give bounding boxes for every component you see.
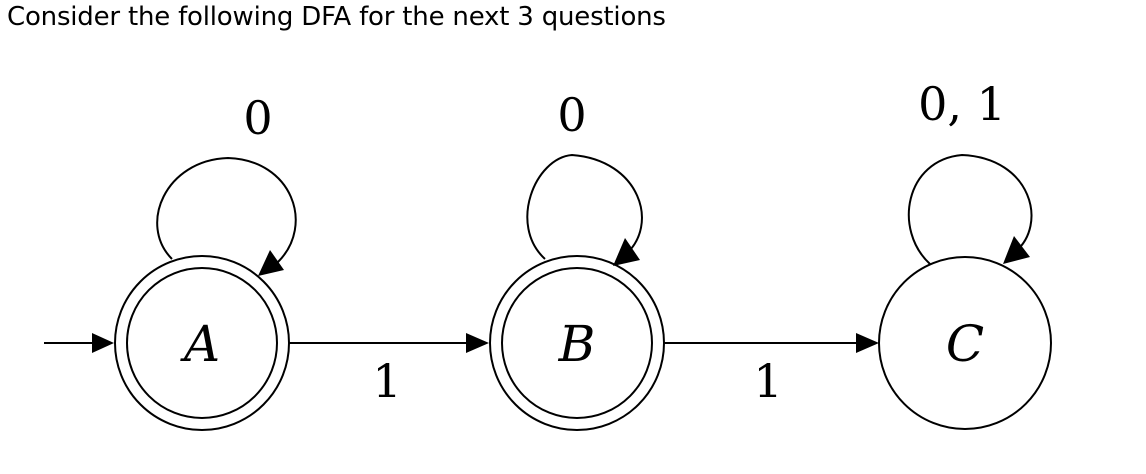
self-loop-b-label: 0 (557, 88, 586, 142)
state-a: A (114, 255, 290, 431)
self-loop-b: 0 (526, 88, 643, 266)
state-c-label: C (946, 315, 984, 373)
state-a-inner-circle (126, 267, 278, 419)
self-loop-a: 0 (156, 91, 297, 276)
transition-b-to-c: 1 (664, 333, 879, 408)
transition-b-to-c-label: 1 (753, 354, 782, 408)
self-loop-c: 0, 1 (907, 77, 1033, 265)
state-a-label: A (180, 315, 220, 373)
self-loop-c-label: 0, 1 (918, 77, 1006, 131)
state-b-inner-circle (501, 267, 653, 419)
state-c: C (878, 256, 1052, 430)
state-b: B (489, 255, 665, 431)
state-b-label: B (558, 315, 596, 373)
transition-a-to-b-label: 1 (372, 354, 401, 408)
transition-a-to-b: 1 (289, 333, 489, 408)
initial-arrow (44, 333, 114, 353)
self-loop-a-label: 0 (243, 91, 272, 145)
question-heading: Consider the following DFA for the next … (7, 2, 666, 32)
